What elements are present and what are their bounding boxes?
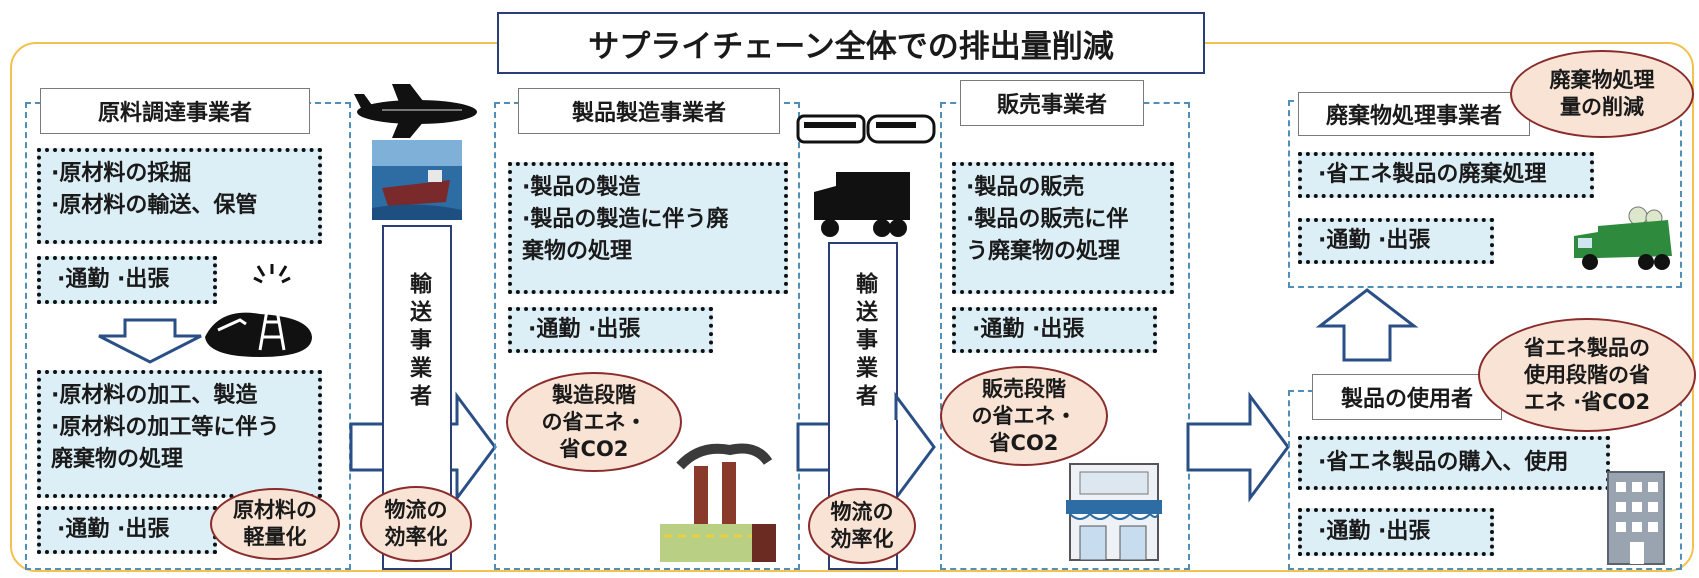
oval-line: 使用段階の省 xyxy=(1524,362,1650,387)
oval-line: 物流の xyxy=(384,498,448,522)
garbage-truck-icon xyxy=(1574,206,1672,270)
user-commute-box: ·通勤 ·出張 xyxy=(1298,508,1494,556)
sales-energy-oval: 販売段階 の省エネ・ 省CO2 xyxy=(940,366,1108,466)
activity-line: ·製品の販売 xyxy=(966,175,1085,200)
oil-well-icon xyxy=(205,264,312,357)
raw-commute-box-1: ·通勤 ·出張 xyxy=(37,256,217,304)
right-arrow-3 xyxy=(1186,391,1290,503)
raw-lightweight-oval: 原材料の 軽量化 xyxy=(210,488,340,560)
oval-line: 廃棄物処理 xyxy=(1549,68,1655,92)
oval-line: 原材料の xyxy=(233,498,317,522)
waste-disposal-box: ·省エネ製品の廃棄処理 xyxy=(1298,152,1594,198)
transport-label-1: 輸送事業者 xyxy=(406,272,431,412)
manufacturing-energy-oval: 製造段階 の省エネ・ 省CO2 xyxy=(506,372,682,472)
manufacturer-commute-box: ·通勤 ·出張 xyxy=(508,307,713,353)
oval-line: エネ ·省CO2 xyxy=(1523,389,1651,414)
transport-efficiency-oval-1: 物流の 効率化 xyxy=(360,486,472,562)
activity-line: ·製品の製造に伴う廃 xyxy=(522,207,729,232)
sales-commute-box: ·通勤 ·出張 xyxy=(952,307,1157,353)
manufacturer-label: 製品製造事業者 xyxy=(518,88,780,134)
activity-line: ·製品の販売に伴 xyxy=(966,207,1129,232)
building-icon xyxy=(1607,471,1665,565)
oval-line: 製造段階 xyxy=(552,382,636,407)
oval-line: 省エネ製品の xyxy=(1524,335,1650,360)
down-arrow xyxy=(98,318,202,364)
user-purchase-box: ·省エネ製品の購入、使用 xyxy=(1298,436,1610,490)
activity-line: 廃棄物の処理 xyxy=(51,447,184,472)
waste-label: 廃棄物処理事業者 xyxy=(1298,92,1530,136)
transport-label-2: 輸送事業者 xyxy=(852,272,877,412)
ship-icon xyxy=(372,140,462,220)
activity-line: ·製品の製造 xyxy=(522,175,641,200)
activity-line: ·原材料の加工、製造 xyxy=(51,383,258,408)
factory-icon xyxy=(660,443,776,562)
oval-line: 量の削減 xyxy=(1560,95,1644,119)
user-energy-oval: 省エネ製品の 使用段階の省 エネ ·省CO2 xyxy=(1478,318,1696,432)
activity-line: ·原材料の輸送、保管 xyxy=(51,193,258,218)
activity-line: ·原材料の採掘 xyxy=(51,161,192,186)
store-icon xyxy=(1066,463,1162,561)
manufacturing-box: ·製品の製造 ·製品の製造に伴う廃 棄物の処理 xyxy=(508,162,788,294)
oval-line: 効率化 xyxy=(384,525,448,549)
up-arrow xyxy=(1315,288,1419,362)
oval-line: 軽量化 xyxy=(243,525,307,549)
raw-extraction-box: ·原材料の採掘 ·原材料の輸送、保管 xyxy=(37,148,322,244)
activity-line: 棄物の処理 xyxy=(522,239,633,264)
oval-line: 物流の xyxy=(830,500,894,524)
sales-label: 販売事業者 xyxy=(960,80,1144,126)
airplane-icon xyxy=(354,84,477,138)
activity-line: ·原材料の加工等に伴う xyxy=(51,415,280,440)
train-icon xyxy=(796,114,936,144)
diagram-title: サプライチェーン全体での排出量削減 xyxy=(497,12,1205,74)
oval-line: 販売段階 xyxy=(982,376,1066,401)
raw-material-label: 原料調達事業者 xyxy=(40,88,310,134)
raw-commute-box-2: ·通勤 ·出張 xyxy=(37,506,217,554)
user-label: 製品の使用者 xyxy=(1312,374,1502,420)
oval-line: 省CO2 xyxy=(559,436,629,461)
waste-commute-box: ·通勤 ·出張 xyxy=(1298,218,1494,264)
oval-line: 省CO2 xyxy=(989,430,1059,455)
raw-processing-box: ·原材料の加工、製造 ·原材料の加工等に伴う 廃棄物の処理 xyxy=(37,370,322,498)
transport-efficiency-oval-2: 物流の 効率化 xyxy=(808,488,916,564)
truck-icon xyxy=(814,172,910,237)
oval-line: 効率化 xyxy=(830,527,894,551)
oval-line: の省エネ・ xyxy=(971,403,1077,428)
activity-line: う廃棄物の処理 xyxy=(966,239,1121,264)
waste-reduction-oval: 廃棄物処理 量の削減 xyxy=(1510,50,1694,138)
sales-box: ·製品の販売 ·製品の販売に伴 う廃棄物の処理 xyxy=(952,162,1174,294)
oval-line: の省エネ・ xyxy=(541,409,647,434)
